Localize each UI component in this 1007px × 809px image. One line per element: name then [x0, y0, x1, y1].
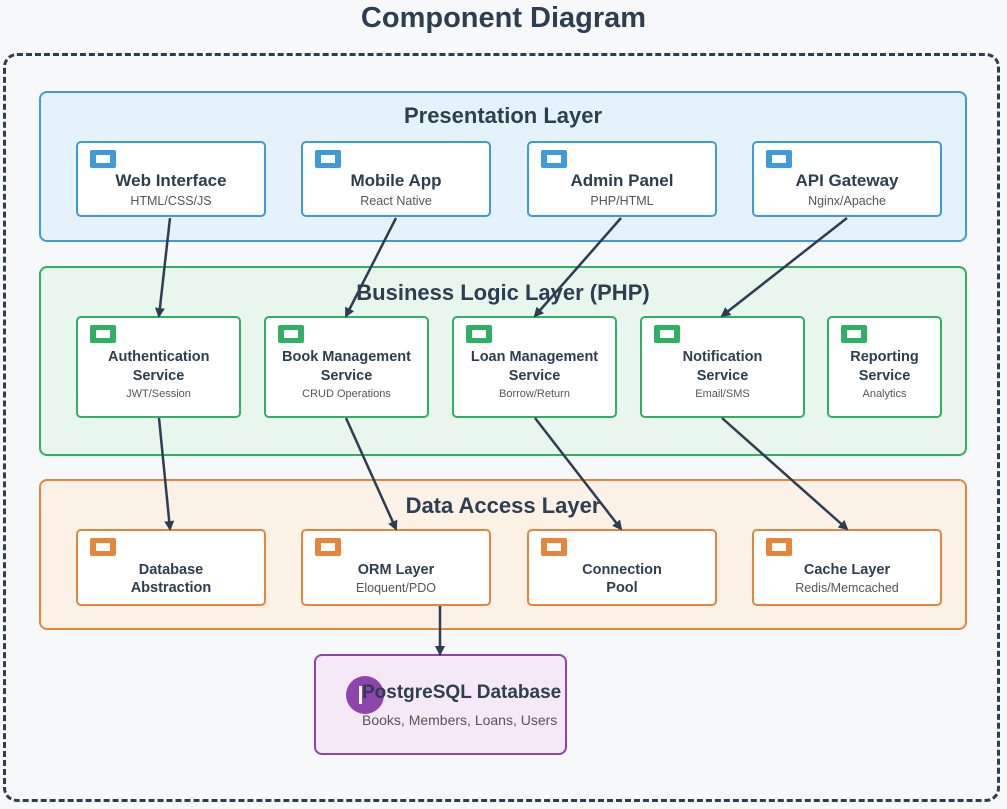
- reporting-service-component[interactable]: Reporting Service Analytics: [827, 316, 942, 418]
- component-icon: [841, 325, 867, 343]
- component-name: Mobile App: [350, 171, 442, 190]
- component-tech: Email/SMS: [695, 388, 750, 400]
- postgresql-database[interactable]: PostgreSQL Database Books, Members, Loan…: [314, 654, 567, 755]
- component-tech: Nginx/Apache: [808, 194, 886, 208]
- arrow-book-to-orm: [344, 417, 398, 531]
- component-tech: Borrow/Return: [499, 388, 570, 400]
- admin-panel-component[interactable]: Admin Panel PHP/HTML: [527, 141, 717, 217]
- component-icon: [90, 150, 116, 168]
- component-tech: PHP/HTML: [590, 194, 654, 208]
- component-name: Loan Management Service: [470, 349, 599, 384]
- component-name: Book Management Service: [282, 349, 411, 384]
- component-icon: [766, 150, 792, 168]
- component-name: Authentication Service: [108, 349, 210, 384]
- component-tech: Redis/Memcached: [795, 581, 899, 595]
- component-tech: CRUD Operations: [302, 388, 391, 400]
- component-tech: Eloquent/PDO: [356, 581, 436, 595]
- component-name: ORM Layer: [357, 562, 435, 578]
- arrow-admin-to-loan: [533, 217, 622, 318]
- system-boundary: [3, 53, 1000, 802]
- arrow-web-to-auth: [154, 217, 172, 318]
- component-name: API Gateway: [795, 171, 899, 190]
- component-name: Connection Pool: [582, 562, 662, 596]
- component-icon: [90, 538, 116, 556]
- component-icon: [654, 325, 680, 343]
- database-name: PostgreSQL Database: [362, 682, 562, 703]
- mobile-app-component[interactable]: Mobile App React Native: [301, 141, 491, 217]
- component-name: Reporting Service: [850, 349, 919, 384]
- component-tech: HTML/CSS/JS: [130, 194, 212, 208]
- book-management-service-component[interactable]: Book Management Service CRUD Operations: [264, 316, 429, 418]
- arrow-notification-to-cache: [721, 417, 849, 531]
- business-layer-title: Business Logic Layer (PHP): [356, 280, 650, 305]
- database-tables: Books, Members, Loans, Users: [362, 712, 558, 728]
- data-layer-title: Data Access Layer: [405, 493, 601, 518]
- component-icon: [466, 325, 492, 343]
- component-name: Notification Service: [682, 349, 763, 384]
- database-icon: [346, 676, 384, 714]
- diagram-title: Component Diagram: [360, 2, 647, 34]
- web-interface-component[interactable]: Web Interface HTML/CSS/JS: [76, 141, 266, 217]
- component-icon: [541, 150, 567, 168]
- component-icon: [90, 325, 116, 343]
- database-abstraction-component[interactable]: Database Abstraction: [76, 529, 266, 606]
- orm-layer-component[interactable]: ORM Layer Eloquent/PDO: [301, 529, 491, 606]
- component-name: Admin Panel: [570, 171, 674, 190]
- connection-pool-component[interactable]: Connection Pool: [527, 529, 717, 606]
- component-icon: [541, 538, 567, 556]
- component-tech: JWT/Session: [126, 388, 191, 400]
- component-icon: [766, 538, 792, 556]
- component-icon: [278, 325, 304, 343]
- component-name: Web Interface: [115, 171, 227, 190]
- arrow-loan-to-pool: [534, 417, 623, 531]
- component-name: Cache Layer: [803, 562, 891, 578]
- component-name: Database Abstraction: [130, 562, 212, 596]
- cache-layer-component[interactable]: Cache Layer Redis/Memcached: [752, 529, 942, 606]
- api-gateway-component[interactable]: API Gateway Nginx/Apache: [752, 141, 942, 217]
- arrow-gateway-to-notification: [720, 217, 848, 318]
- arrow-auth-to-dbabstraction: [157, 417, 175, 531]
- presentation-layer-title: Presentation Layer: [403, 103, 603, 128]
- component-icon: [315, 538, 341, 556]
- arrow-mobile-to-book: [344, 217, 398, 318]
- component-icon: [315, 150, 341, 168]
- authentication-service-component[interactable]: Authentication Service JWT/Session: [76, 316, 241, 418]
- component-tech: React Native: [360, 194, 432, 208]
- component-tech: Analytics: [862, 388, 907, 400]
